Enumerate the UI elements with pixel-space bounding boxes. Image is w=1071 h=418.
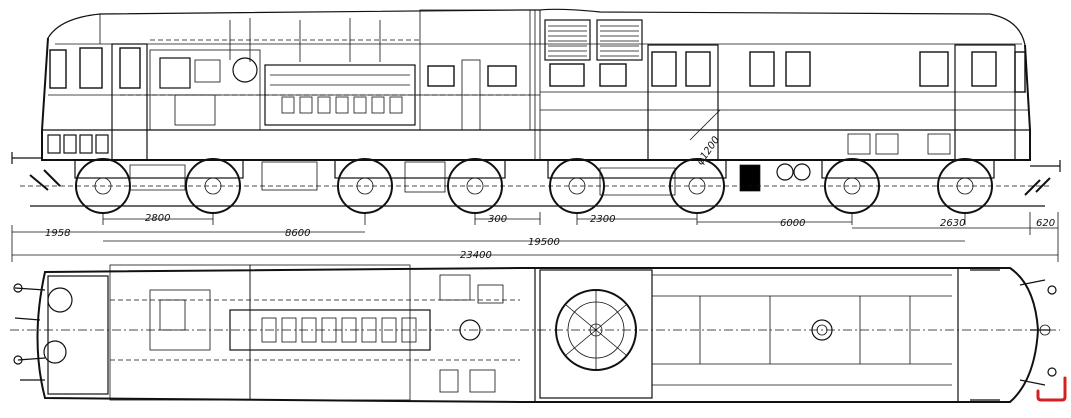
body-right bbox=[544, 19, 1026, 161]
dim-19500: 19500 bbox=[528, 237, 560, 248]
dim-2300: 2300 bbox=[590, 214, 615, 225]
side-window-6 bbox=[785, 51, 811, 87]
engine-room bbox=[120, 9, 531, 131]
dim-1958: 1958 bbox=[45, 228, 70, 239]
side-window-7 bbox=[919, 51, 949, 87]
side-window-3 bbox=[651, 51, 677, 87]
dim-620: 620 bbox=[1036, 218, 1055, 229]
dim-300: 300 bbox=[488, 214, 507, 225]
dim-8600: 8600 bbox=[285, 228, 310, 239]
dim-23400: 23400 bbox=[460, 250, 492, 261]
side-window-2 bbox=[599, 63, 627, 87]
cooling-fan bbox=[539, 269, 653, 399]
engine-plan bbox=[109, 264, 520, 401]
side-window-8 bbox=[971, 51, 997, 87]
side-window-5 bbox=[749, 51, 775, 87]
bogie-left-2 bbox=[261, 158, 506, 214]
bogie-right-1: φ1200 bbox=[547, 109, 811, 214]
side-window-1 bbox=[549, 63, 585, 87]
bogie-right-2 bbox=[540, 158, 1061, 214]
plan-view bbox=[10, 264, 1060, 403]
side-window-4 bbox=[685, 51, 711, 87]
front-window-right bbox=[1014, 51, 1026, 93]
bogie-left-1 bbox=[11, 152, 540, 214]
dim-6000: 6000 bbox=[780, 218, 805, 229]
dimension-lines: 2800 300 2300 6000 2630 620 1958 8600 19… bbox=[11, 212, 1059, 262]
cab-window-left-1 bbox=[49, 49, 67, 89]
dim-2800: 2800 bbox=[145, 213, 170, 224]
cab-window-left-2 bbox=[79, 47, 103, 89]
red-bracket-annotation bbox=[1036, 376, 1067, 402]
dim-2630: 2630 bbox=[940, 218, 965, 229]
cab-door-window bbox=[119, 47, 141, 89]
right-section-plan bbox=[652, 269, 1057, 401]
side-elevation: φ1200 bbox=[11, 8, 1061, 214]
